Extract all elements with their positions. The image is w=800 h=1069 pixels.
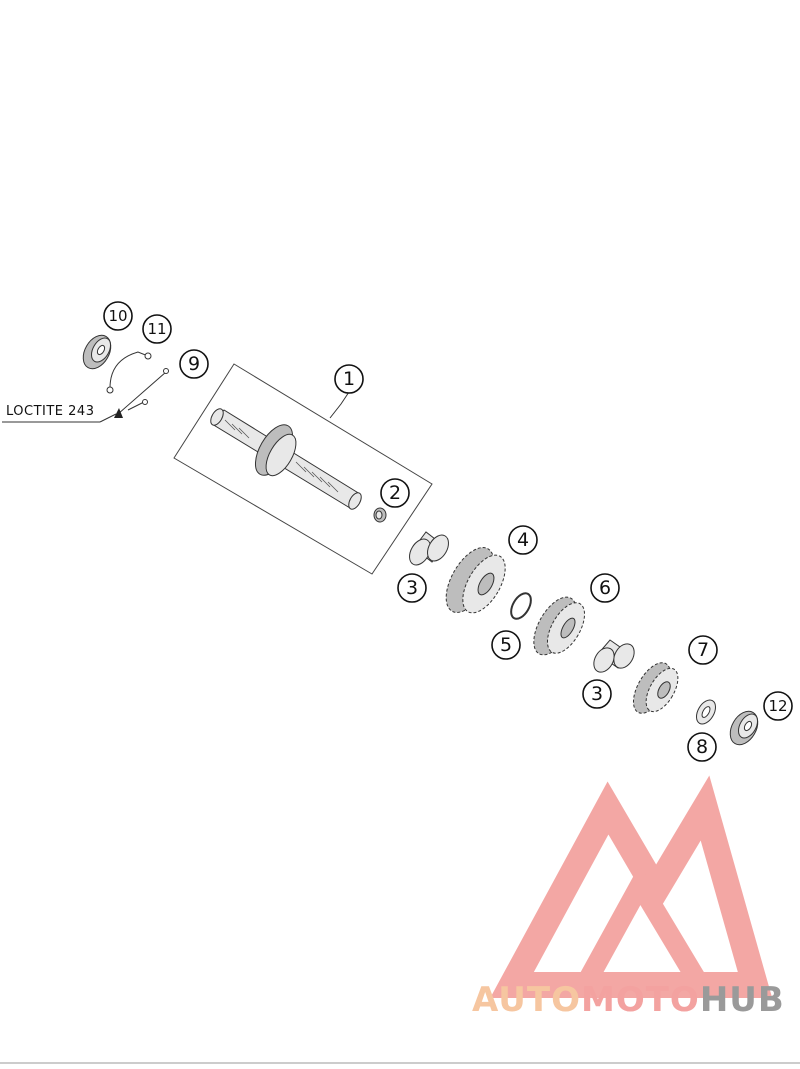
watermark-word-auto: AUTO — [472, 980, 581, 1020]
retainer-plate-11 — [106, 351, 152, 394]
svg-text:12: 12 — [768, 697, 787, 715]
callout-3b: 3 — [582, 679, 612, 709]
svg-text:6: 6 — [599, 577, 611, 599]
svg-text:5: 5 — [500, 634, 512, 656]
bushing-2 — [593, 639, 635, 673]
callout-9: 9 — [179, 349, 209, 379]
bearing-12 — [729, 710, 759, 746]
callout-1: 1 — [334, 364, 364, 394]
gear-4 — [445, 547, 506, 614]
shaft-group-frame — [173, 363, 433, 575]
watermark-word-moto: MOTO — [580, 980, 700, 1020]
svg-text:2: 2 — [389, 482, 401, 504]
watermark-word-hub: HUB — [699, 980, 785, 1020]
needle-bearing — [373, 507, 387, 523]
callout-6: 6 — [590, 573, 620, 603]
svg-text:11: 11 — [147, 320, 166, 338]
svg-text:1: 1 — [343, 368, 355, 390]
bushing-1 — [409, 531, 449, 566]
svg-text:4: 4 — [517, 529, 529, 551]
callout-2: 2 — [380, 478, 410, 508]
svg-text:9: 9 — [188, 353, 200, 375]
callout-10: 10 — [103, 301, 133, 331]
svg-text:8: 8 — [696, 736, 708, 758]
circlip-5 — [510, 592, 532, 620]
screws-9 — [114, 368, 169, 418]
gear-6 — [533, 596, 586, 656]
callout-5: 5 — [491, 630, 521, 660]
gear-7 — [632, 662, 679, 714]
watermark-logo-icon — [490, 775, 773, 998]
watermark-text: AUTOMOTOHUB — [472, 980, 785, 1020]
callout-12: 12 — [763, 691, 793, 721]
washer-8 — [696, 699, 716, 725]
svg-text:7: 7 — [697, 639, 709, 661]
callout-3a: 3 — [397, 573, 427, 603]
bearing-10 — [82, 334, 112, 370]
callout-4: 4 — [508, 525, 538, 555]
callout-8: 8 — [687, 732, 717, 762]
callout-7: 7 — [688, 635, 718, 665]
leader-1 — [329, 391, 350, 419]
loctite-annotation: LOCTITE 243 — [6, 404, 95, 419]
main-shaft — [210, 408, 362, 510]
svg-text:3: 3 — [591, 683, 603, 705]
svg-text:10: 10 — [108, 307, 127, 325]
callout-11: 11 — [142, 314, 172, 344]
svg-text:3: 3 — [406, 577, 418, 599]
